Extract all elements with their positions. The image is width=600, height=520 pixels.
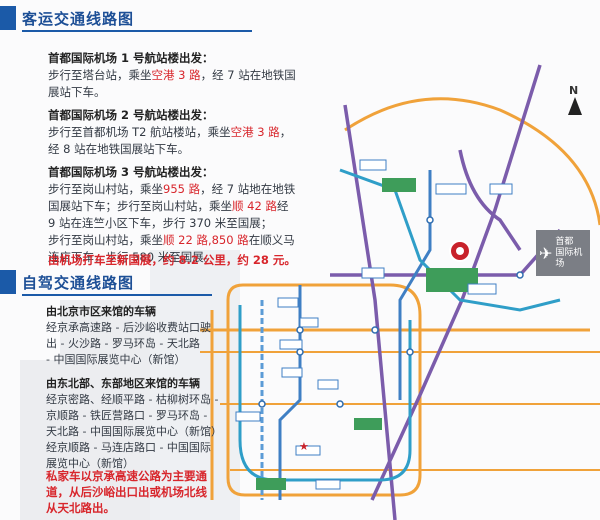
- downtown-line-3: - 中国国际展览中心（新馆）: [46, 353, 186, 366]
- downtown-heading: 由北京市区来馆的车辆: [46, 305, 156, 318]
- t2-text-b: ，: [279, 125, 292, 139]
- terminal-3-line-4: 步行至岗山村站，乘坐顺 22 路,850 路在顺义马: [48, 232, 308, 249]
- t3-bus-route-shun42: 顺 42 路: [232, 199, 277, 213]
- t1-text-b: ，经 7 站在地铁国: [200, 68, 296, 82]
- expressways: [330, 64, 562, 520]
- northeast-driving-route: 由东北部、东部地区来馆的车辆 经京密路、经顺平路 - 枯柳树环岛 - 京顺路 -…: [46, 376, 236, 472]
- private-car-note-line-1: 私家车以京承高速公路为主要通: [46, 469, 207, 483]
- airport-badge: ✈ 首都 国际机场: [536, 230, 590, 276]
- downtown-line-2: 出 - 火沙路 - 罗马环岛 - 天北路: [46, 337, 200, 350]
- header-marker: [0, 6, 16, 30]
- compass-arrow: [568, 97, 582, 115]
- terminal-3-route: 首都国际机场 3 号航站楼出发： 步行至岗山村站，乘坐955 路，经 7 站地在…: [48, 164, 308, 266]
- airport-label-line-2: 国际机场: [555, 247, 583, 269]
- terminal-3-line-2: 国展站下车；步行至岗山村站，乘坐顺 42 路经: [48, 198, 308, 215]
- terminal-1-route: 首都国际机场 1 号航站楼出发： 步行至塔台站，乘坐空港 3 路，经 7 站在地…: [48, 50, 298, 101]
- terminal-2-line-1: 步行至首都机场 T2 航站楼站，乘坐空港 3 路，: [48, 124, 298, 141]
- header-rule: [22, 30, 252, 32]
- header-marker: [0, 270, 16, 294]
- northeast-line-2: 京顺路 - 铁匠营路口 - 罗马环岛 -: [46, 409, 208, 422]
- t3-text-2: 国展站下车；步行至岗山村站，乘坐: [48, 199, 232, 213]
- driving-section-header: 自驾交通线路图: [0, 270, 212, 296]
- compass-n-label: N: [569, 84, 579, 97]
- terminal-3-line-5: 连店下车，步行 580 米至国展。: [48, 250, 216, 264]
- terminal-1-line-1: 步行至塔台站，乘坐空港 3 路，经 7 站在地铁国: [48, 67, 298, 84]
- venue-pin-dot: [456, 247, 464, 255]
- downtown-driving-route: 由北京市区来馆的车辆 经京承高速路 - 后沙峪收费站口驶 出 - 火沙路 - 罗…: [46, 304, 236, 368]
- northeast-line-4: 经京顺路 - 马连店路口 - 中国国际: [46, 441, 211, 454]
- venue-pin-icon: [447, 240, 473, 266]
- station-dots: [258, 216, 524, 408]
- terminal-2-heading: 首都国际机场 2 号航站楼出发：: [48, 108, 214, 122]
- northeast-line-3: 天北路 - 中国国际展览中心（新馆）: [46, 425, 222, 438]
- t1-text-a: 步行至塔台站，乘坐: [48, 68, 152, 82]
- t2-text-a: 步行至首都机场 T2 航站楼站，乘坐: [48, 125, 231, 139]
- northeast-line-5: 展览中心（新馆）: [46, 457, 134, 470]
- terminal-3-line-1: 步行至岗山村站，乘坐955 路，经 7 站地在地铁: [48, 181, 308, 198]
- private-car-note-line-2: 道，从后沙峪出口出或机场北线: [46, 485, 207, 499]
- terminal-3-line-3: 9 站在连竺小区下车，步行 370 米至国展；: [48, 216, 273, 230]
- t3-text-4b: 在顺义马: [248, 233, 295, 247]
- terminal-3-heading: 首都国际机场 3 号航站楼出发：: [48, 165, 214, 179]
- header-rule: [22, 294, 212, 296]
- terminal-2-line-2: 经 8 站在地铁国展站下车。: [48, 142, 190, 156]
- station-labels: [235, 159, 513, 490]
- passenger-section-header: 客运交通线路图: [0, 6, 252, 32]
- plane-icon: ✈: [539, 243, 553, 263]
- station-tags: [256, 178, 478, 490]
- private-car-note-line-3: 从天北路出。: [46, 501, 115, 515]
- taxi-note: 由机场打车至新国展，约 8.2 公里，约 28 元。: [48, 253, 296, 267]
- t3-text-2b: 经: [276, 199, 289, 213]
- t3-bus-route-955: 955 路: [163, 182, 201, 196]
- airport-label: 首都 国际机场: [555, 237, 590, 270]
- t1-bus-route: 空港 3 路: [151, 68, 201, 82]
- t3-text-4a: 步行至岗山村站，乘坐: [48, 233, 163, 247]
- driving-section-title: 自驾交通线路图: [22, 273, 135, 292]
- downtown-line-1: 经京承高速路 - 后沙峪收费站口驶: [46, 321, 211, 334]
- northeast-line-1: 经京密路、经顺平路 - 枯柳树环岛 -: [46, 393, 219, 406]
- terminal-1-line-2: 展站下车。: [48, 85, 106, 99]
- t3-text-1a: 步行至岗山村站，乘坐: [48, 182, 163, 196]
- terminal-1-heading: 首都国际机场 1 号航站楼出发：: [48, 51, 214, 65]
- t2-bus-route: 空港 3 路: [230, 125, 280, 139]
- northeast-heading: 由东北部、东部地区来馆的车辆: [46, 377, 200, 390]
- t3-text-1b: ，经 7 站地在地铁: [200, 182, 296, 196]
- t3-bus-route-shun22-850: 顺 22 路,850 路: [163, 233, 249, 247]
- terminal-2-route: 首都国际机场 2 号航站楼出发： 步行至首都机场 T2 航站楼站，乘坐空港 3 …: [48, 107, 298, 158]
- tiananmen-star-icon: ★: [299, 440, 309, 453]
- private-car-note: 私家车以京承高速公路为主要通 道，从后沙峪出口出或机场北线 从天北路出。: [46, 468, 246, 516]
- north-arrow-icon: N: [564, 84, 586, 118]
- airport-label-line-1: 首都: [555, 236, 574, 247]
- passenger-section-title: 客运交通线路图: [22, 9, 135, 28]
